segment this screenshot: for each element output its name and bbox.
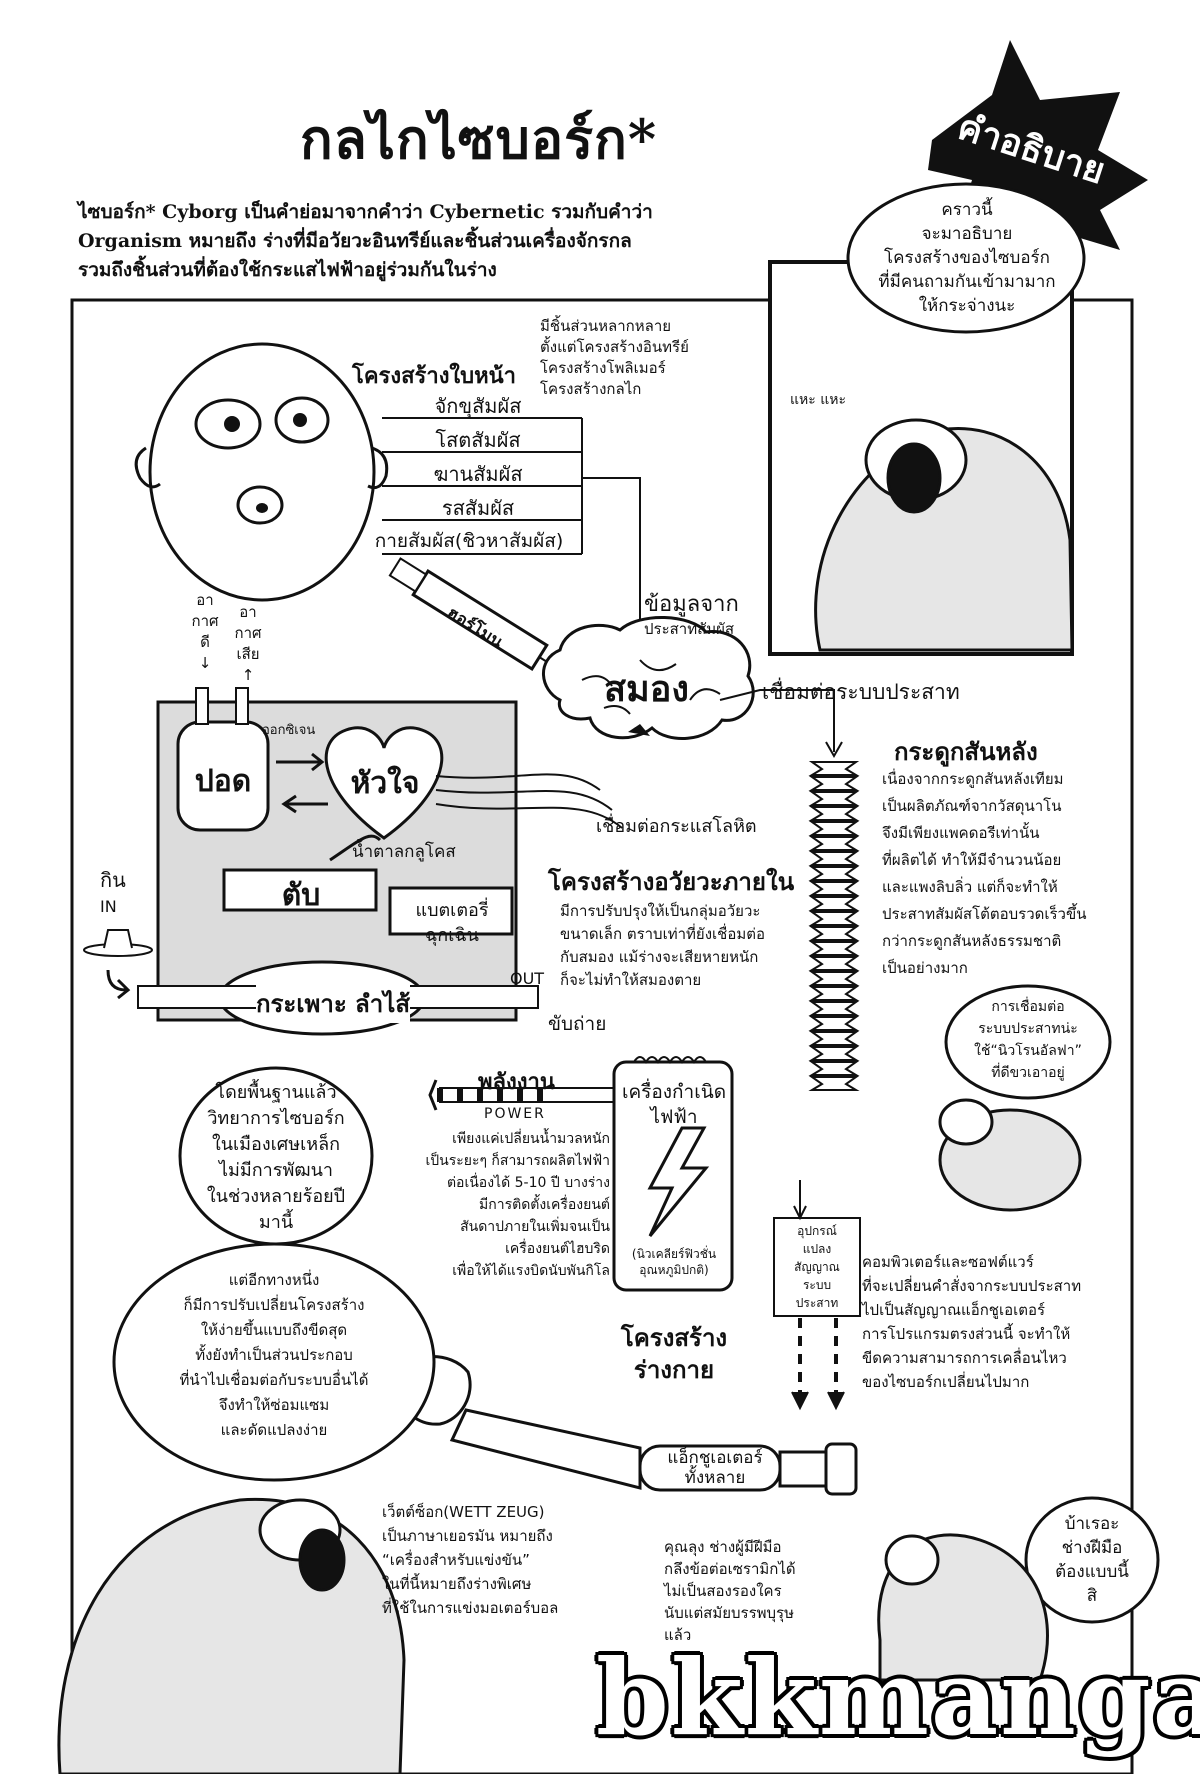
signal-converter-label: อุปกรณ์แปลงสัญญาณระบบประสาท: [794, 1224, 840, 1310]
top-speech-bubble: คราวนี้จะมาอธิบายโครงสร้างของไซบอร์กที่ม…: [878, 200, 1056, 316]
spine-vertebra: [808, 1031, 860, 1046]
face-left-ear: [134, 446, 161, 489]
power-label-en: POWER: [484, 1106, 546, 1122]
eat-label: กิน: [100, 868, 126, 892]
spine-vertebra: [808, 1016, 860, 1031]
crazy-bubble-shape: [1024, 1496, 1160, 1624]
power-label-th: พลังงาน: [478, 1070, 555, 1095]
face-right-ear: [367, 446, 389, 490]
spine-vertebra: [808, 971, 860, 986]
internal-structure-title: โครงสร้างอวัยวะภายใน: [548, 868, 795, 896]
left-speech-bubble-2: แต่อีกทางหนึ่งก็มีการปรับเปลี่ยนโครงสร้า…: [179, 1271, 369, 1439]
cyborg-figure-small: [938, 1098, 1082, 1212]
uncle-description: คุณลุง ช่างผู้มีฝีมือกลึงข้อต่อเซรามิกได…: [664, 1538, 796, 1644]
sense-rows: [382, 417, 641, 640]
lungs-shape: [176, 720, 270, 832]
spine-vertebra: [808, 986, 860, 1001]
parts-note: มีชิ้นส่วนหลากหลายตั้งแต่โครงสร้างอินทรี…: [540, 317, 689, 398]
watermark: bkkmanga: [596, 1636, 1200, 1759]
body-structure-label: โครงสร้างร่างกาย: [620, 1324, 728, 1384]
spine-vertebra: [808, 836, 860, 851]
power-line: [428, 1079, 641, 1111]
spine-vertebra: [808, 1001, 860, 1016]
excrete-label: ขับถ่าย: [548, 1013, 607, 1035]
crazy-speech-bubble: บ้าเรอะช่างฝีมือต้องแบบนี้สิ: [1055, 1514, 1129, 1606]
uncle-figure: [877, 1533, 1049, 1682]
spine-vertebra: [808, 791, 860, 806]
sense-smell: ฆานสัมผัส: [433, 462, 523, 486]
face-structure-label: โครงสร้างใบหน้า: [352, 364, 517, 389]
sensory-data-label: ข้อมูลจากประสาทสัมผัส: [644, 592, 739, 638]
blood-connect-label: เชื่อมต่อกระแสโลหิต: [596, 816, 757, 837]
sfx-hehe: แหะ แหะ: [790, 392, 846, 408]
spine-vertebra: [808, 1046, 860, 1061]
lightning-bolt: [647, 1126, 710, 1237]
lungs-label: ปอด: [194, 764, 252, 799]
page-title: กลไกไซบอร์ก*: [300, 107, 658, 171]
sense-taste: รสสัมผัส: [441, 496, 515, 520]
spine-title: กระดูกสันหลัง: [894, 738, 1038, 766]
actuators-label: แอ็กชูเอเตอร์ทั้งหลาย: [667, 1448, 763, 1488]
glucose-label: น้ำตาลกลูโคส: [352, 842, 456, 862]
main-frame: [70, 298, 1134, 1774]
liver-shape: [222, 868, 378, 912]
wettzeug-description: เว็ตต์ซ็อก(WETT ZEUG)เป็นภาษาเยอรมัน หมา…: [382, 1503, 559, 1617]
left-bubble-2-shape: [112, 1242, 436, 1482]
face-outline: [148, 342, 376, 602]
neuron-bubble-shape: [944, 984, 1112, 1100]
spine-vertebra: [808, 1076, 860, 1091]
neuron-speech-bubble: การเชื่อมต่อระบบประสาทน่ะใช้“นิวโรนอัลฟา…: [974, 999, 1082, 1081]
spine-vertebra: [808, 761, 860, 776]
battery-shape: [388, 886, 514, 936]
spine-vertebra: [808, 881, 860, 896]
top-bubble-shape: [846, 182, 1086, 334]
spine-vertebra: [808, 941, 860, 956]
spine-description: เนื่องจากกระดูกสันหลังเทียมเป็นผลิตภัณฑ์…: [882, 770, 1087, 977]
cyborg-figure-bottom: [57, 1497, 406, 1774]
heart-label: หัวใจ: [350, 766, 420, 801]
spine-vertebra: [808, 926, 860, 941]
converter-box: [773, 1217, 861, 1317]
spine-vertebra: [808, 776, 860, 791]
spine-vertebra: [808, 1061, 860, 1076]
battery-label: แบตเตอรี่ฉุกเฉิน: [415, 900, 489, 946]
cyborg-figure-top: [814, 418, 1074, 652]
nerve-connect-label: เชื่อมต่อระบบประสาท: [762, 680, 960, 704]
internal-structure-description: มีการปรับปรุงให้เป็นกลุ่มอวัยวะขนาดเล็ก …: [560, 902, 765, 989]
spine-vertebra: [808, 956, 860, 971]
sense-touch: กายสัมผัส(ชิวหาสัมผัส): [374, 530, 564, 552]
oxygen-label: ออกซิเจน: [262, 723, 316, 738]
robot-arm: [396, 1355, 858, 1496]
liver-label: ตับ: [281, 878, 321, 913]
brain-shape: [542, 615, 755, 740]
good-air-label: อากาศดี↓: [191, 591, 219, 672]
generator-sub-label: (นิวเคลียร์ฟิวชั่นอุณหภูมิปกติ): [631, 1247, 717, 1277]
out-label: OUT: [510, 969, 545, 988]
sense-sight: จักขุสัมผัส: [434, 394, 522, 418]
spine-vertebra: [808, 911, 860, 926]
generator-label: เครื่องกำเนิดไฟฟ้า: [621, 1081, 727, 1128]
intro-paragraph: ไซบอร์ก* Cyborg เป็นคำย่อมาจากคำว่า Cybe…: [78, 201, 653, 281]
bad-air-label: อากาศเสีย↑: [234, 603, 262, 684]
software-description: คอมพิวเตอร์และซอฟต์แวร์ที่จะเปลี่ยนคำสั่…: [862, 1253, 1082, 1391]
spine: [808, 761, 860, 1091]
spine-vertebra: [808, 821, 860, 836]
spine-vertebra: [808, 851, 860, 866]
stomach-label: กระเพาะ ลำไส้: [256, 984, 410, 1023]
spine-vertebra: [808, 896, 860, 911]
spine-vertebra: [808, 806, 860, 821]
brain-label: สมอง: [604, 669, 689, 710]
spine-vertebra: [808, 866, 860, 881]
in-label: IN: [100, 897, 117, 916]
generator-description: เพียงแค่เปลี่ยนน้ำมวลหนักเป็นระยะๆ ก็สาม…: [425, 1131, 610, 1279]
left-speech-bubble-1: โดยพื้นฐานแล้ววิทยาการไซบอร์กในเมืองเศษเ…: [206, 1082, 346, 1233]
heart-shape: [324, 726, 444, 840]
sense-hearing: โสตสัมผัส: [435, 428, 521, 452]
